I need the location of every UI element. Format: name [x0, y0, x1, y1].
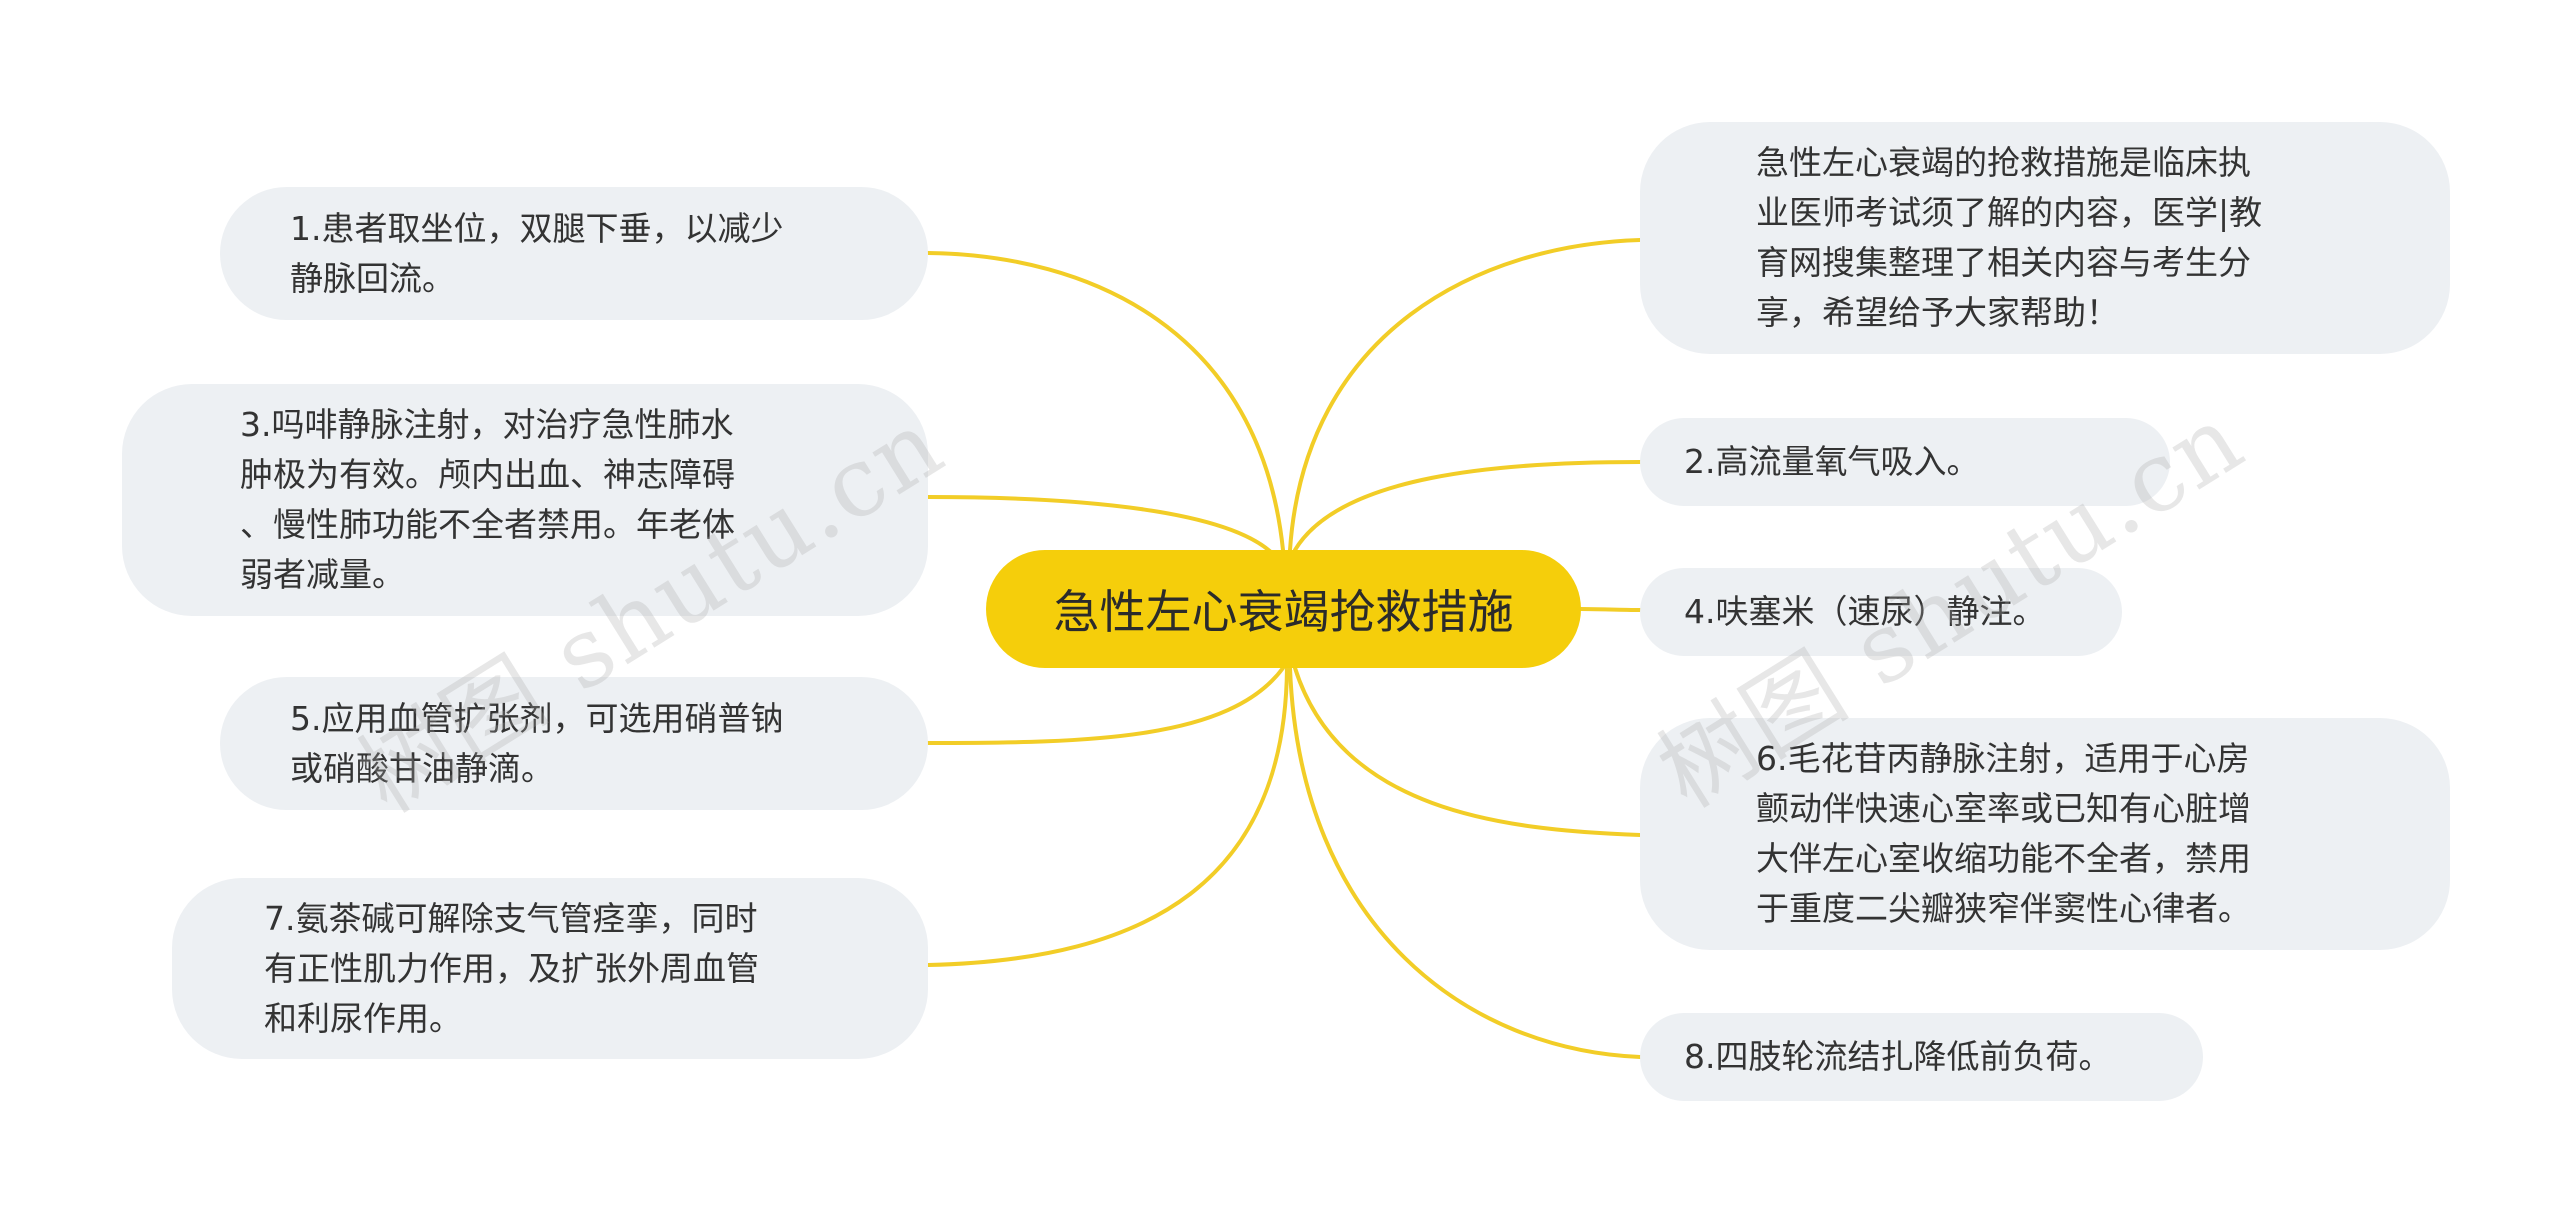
connector-to-step4 [1579, 607, 1642, 612]
topic-step7-label: 7.氨茶碱可解除支气管痉挛，同时 有正性肌力作用，及扩张外周血管 和利尿作用。 [264, 898, 759, 1038]
topic-step6-label: 6.毛花苷丙静脉注射，适用于心房 颤动伴快速心室率或已知有心脏增 大伴左心室收缩… [1756, 739, 2251, 928]
topic-step7[interactable]: 7.氨茶碱可解除支气管痉挛，同时 有正性肌力作用，及扩张外周血管 和利尿作用。 [172, 878, 928, 1059]
topic-intro-label: 急性左心衰竭的抢救措施是临床执 业医师考试须了解的内容，医学|教 育网搜集整理了… [1756, 143, 2263, 332]
connector-to-intro [1288, 238, 1642, 552]
topic-step6[interactable]: 6.毛花苷丙静脉注射，适用于心房 颤动伴快速心室率或已知有心脏增 大伴左心室收缩… [1640, 718, 2450, 950]
topic-step1[interactable]: 1.患者取坐位，双腿下垂，以减少 静脉回流。 [220, 187, 928, 320]
topic-step8-label: 8.四肢轮流结扎降低前负荷。 [1684, 1037, 2112, 1076]
topic-step2-label: 2.高流量氧气吸入。 [1684, 442, 1980, 481]
topic-step5[interactable]: 5.应用血管扩张剂，可选用硝普钠 或硝酸甘油静滴。 [220, 677, 928, 810]
root-topic-label: 急性左心衰竭抢救措施 [1053, 585, 1514, 639]
connector-to-step1 [926, 251, 1285, 552]
topic-step4-label: 4.呋塞米（速尿）静注。 [1684, 592, 2046, 631]
root-topic[interactable]: 急性左心衰竭抢救措施 [986, 550, 1581, 668]
connector-to-step7 [926, 666, 1289, 967]
topic-step3[interactable]: 3.吗啡静脉注射，对治疗急性肺水 肿极为有效。颅内出血、神志障碍 、慢性肺功能不… [122, 384, 928, 616]
connector-to-step3 [926, 495, 1276, 557]
topic-step4[interactable]: 4.呋塞米（速尿）静注。 [1640, 568, 2122, 656]
connector-to-step2 [1293, 460, 1642, 552]
connector-to-step8 [1288, 666, 1642, 1059]
connector-to-step6 [1293, 666, 1642, 837]
topic-step8[interactable]: 8.四肢轮流结扎降低前负荷。 [1640, 1013, 2203, 1101]
topic-step5-label: 5.应用血管扩张剂，可选用硝普钠 或硝酸甘油静滴。 [290, 698, 784, 788]
connector-to-step5 [926, 666, 1285, 745]
topic-step1-label: 1.患者取坐位，双腿下垂，以减少 静脉回流。 [290, 208, 784, 298]
topic-step2[interactable]: 2.高流量氧气吸入。 [1640, 418, 2170, 506]
topic-step3-label: 3.吗啡静脉注射，对治疗急性肺水 肿极为有效。颅内出血、神志障碍 、慢性肺功能不… [240, 405, 735, 594]
topic-intro[interactable]: 急性左心衰竭的抢救措施是临床执 业医师考试须了解的内容，医学|教 育网搜集整理了… [1640, 122, 2450, 354]
